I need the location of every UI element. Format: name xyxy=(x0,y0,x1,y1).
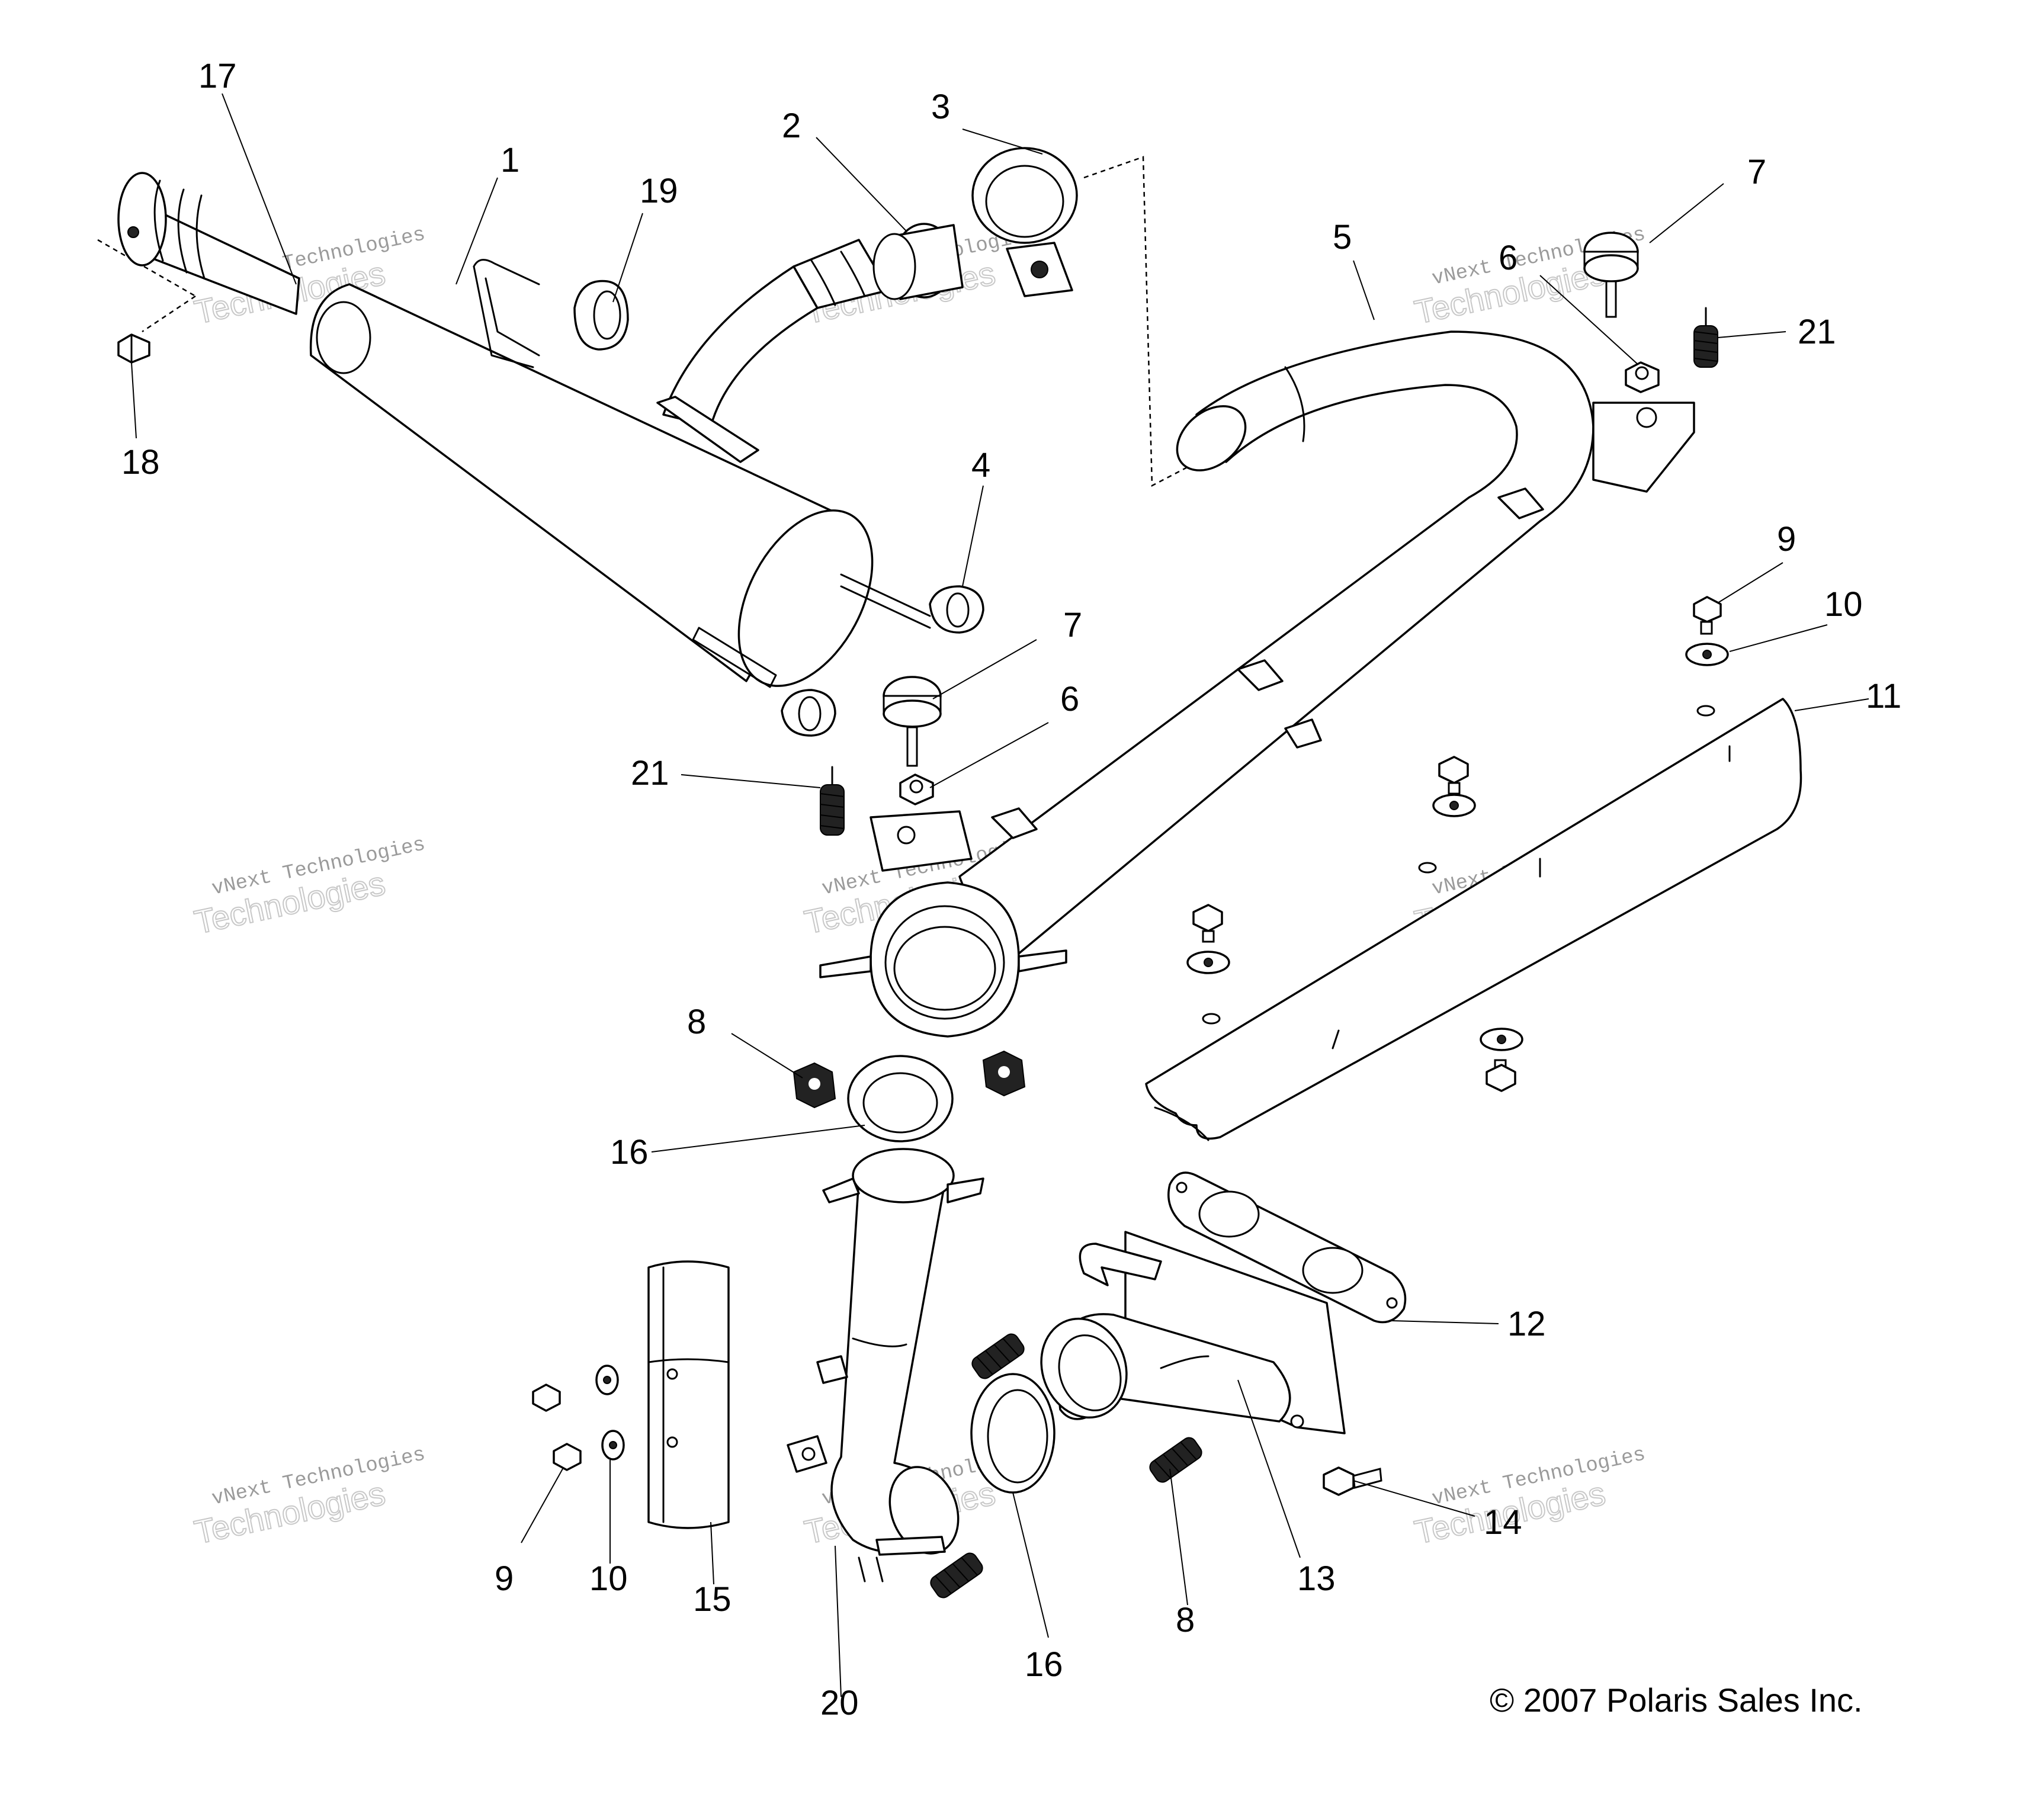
callout-16: 16 xyxy=(1025,1645,1063,1684)
callout-20: 20 xyxy=(820,1684,859,1722)
callout-4: 4 xyxy=(971,446,990,484)
callout-17: 17 xyxy=(198,57,237,95)
callout-6: 6 xyxy=(1499,239,1518,277)
callout-8: 8 xyxy=(687,1003,706,1041)
front-pipe-part xyxy=(787,1148,984,1583)
screw-part xyxy=(117,333,150,364)
heat-shield-part xyxy=(1145,698,1802,1141)
screw-washer-parts xyxy=(532,596,1729,1471)
callout-18: 18 xyxy=(121,443,160,482)
callout-6: 6 xyxy=(1060,680,1079,718)
muffler-part xyxy=(309,239,931,688)
callout-1: 1 xyxy=(501,141,519,179)
callout-16: 16 xyxy=(610,1133,649,1171)
callout-5: 5 xyxy=(1333,218,1352,256)
callout-7: 7 xyxy=(1747,153,1766,191)
callout-10: 10 xyxy=(589,1559,628,1598)
copyright-notice: © 2007 Polaris Sales Inc. xyxy=(1490,1681,1863,1719)
leader-lines xyxy=(131,93,1869,1697)
callout-15: 15 xyxy=(693,1580,732,1619)
callout-14: 14 xyxy=(1484,1503,1522,1542)
spring-parts xyxy=(820,307,1718,1598)
callout-21: 21 xyxy=(631,754,669,792)
callout-9: 9 xyxy=(1777,520,1796,558)
callout-2: 2 xyxy=(782,107,801,145)
gasket-parts xyxy=(847,1055,1056,1494)
callout-13: 13 xyxy=(1297,1559,1336,1598)
flange-nut-parts xyxy=(793,1050,1026,1109)
exhaust-manifold-part xyxy=(1040,1231,1346,1434)
manifold-gasket-part xyxy=(1167,1171,1407,1324)
callout-7: 7 xyxy=(1063,606,1082,644)
bolt-part xyxy=(1323,1466,1382,1496)
spark-arrestor-part xyxy=(117,172,300,315)
callout-21: 21 xyxy=(1798,313,1836,351)
callout-8: 8 xyxy=(1176,1601,1195,1639)
callout-9: 9 xyxy=(495,1559,514,1598)
clamp-part xyxy=(971,147,1078,297)
callout-3: 3 xyxy=(931,88,950,126)
header-shield-part xyxy=(647,1260,730,1529)
callout-12: 12 xyxy=(1507,1305,1546,1343)
head-pipe-part xyxy=(819,330,1695,1038)
clamp-band-part xyxy=(872,223,964,300)
rubber-mount-parts xyxy=(883,232,1639,767)
callout-19: 19 xyxy=(640,172,678,210)
callout-11: 11 xyxy=(1866,677,1901,715)
callout-labels: 17 1 2 3 19 18 4 5 6 7 21 7 6 21 8 16 9 … xyxy=(121,57,1901,1722)
nut-parts xyxy=(899,361,1660,805)
callout-10: 10 xyxy=(1824,585,1863,624)
